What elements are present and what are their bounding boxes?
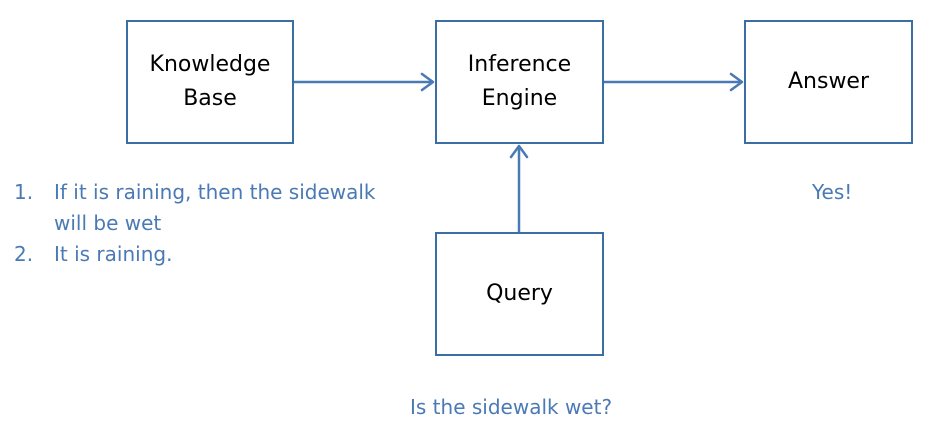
fact-text: It is raining. <box>54 242 173 266</box>
engine-to-answer-arrowhead <box>729 72 744 92</box>
fact-item: 1. If it is raining, then the sidewalk w… <box>14 177 404 239</box>
query-text: Is the sidewalk wet? <box>410 395 613 419</box>
kb-to-engine-arrowhead <box>420 72 435 92</box>
fact-number: 2. <box>14 242 34 266</box>
knowledge-facts-list: 1. If it is raining, then the sidewalk w… <box>14 177 404 270</box>
query-label: Query <box>486 281 553 306</box>
answer-text: Yes! <box>812 180 853 204</box>
query-box: Query <box>435 232 604 356</box>
query-to-engine-arrowhead <box>509 144 529 159</box>
fact-item: 2. It is raining. <box>14 239 404 270</box>
answer-label: Answer <box>787 69 870 94</box>
fact-number: 1. <box>14 180 34 204</box>
inference-engine-box: Inference Engine <box>435 20 604 144</box>
fact-text: If it is raining, then the sidewalk will… <box>54 180 376 235</box>
answer-box: Answer <box>744 20 913 144</box>
knowledge-base-label: Knowledge Base <box>149 52 271 111</box>
inference-engine-label: Inference Engine <box>467 52 572 111</box>
knowledge-base-box: Knowledge Base <box>126 20 294 144</box>
